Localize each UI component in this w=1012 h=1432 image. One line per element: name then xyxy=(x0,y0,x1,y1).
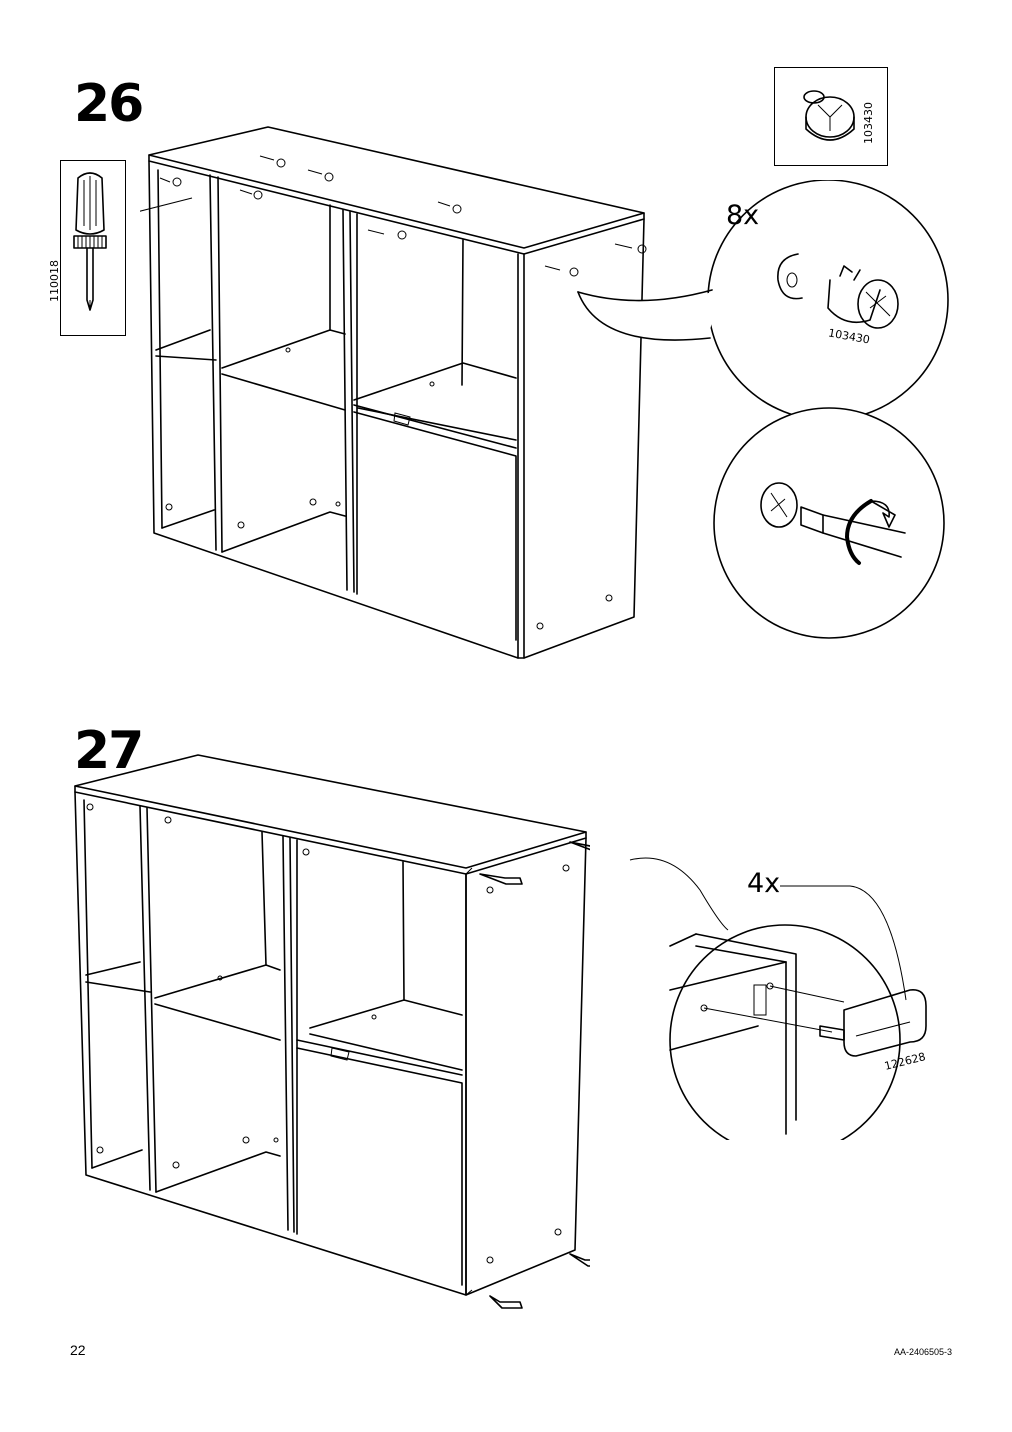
cabinet-illustration-step-26 xyxy=(140,120,660,670)
detail-tighten-cam xyxy=(705,405,955,645)
fitting-box xyxy=(774,67,888,166)
step-26-number: 26 xyxy=(74,74,144,134)
rotate-arrow-icon xyxy=(847,501,895,563)
fitting-part-number: 103430 xyxy=(862,102,875,144)
detail-26-quantity: 8x xyxy=(726,200,760,231)
page-number: 22 xyxy=(70,1342,86,1358)
cam-lock-icon xyxy=(761,483,797,527)
foot-glide-icon xyxy=(820,990,926,1056)
document-code: AA-2406505-3 xyxy=(894,1347,953,1357)
detail-insert-feet xyxy=(620,850,960,1140)
cabinet-illustration-step-27 xyxy=(70,750,590,1320)
tool-part-number: 110018 xyxy=(48,260,61,302)
screwdriver-icon xyxy=(74,173,106,310)
detail-insert-cam xyxy=(570,180,955,425)
tool-box xyxy=(60,160,126,336)
cam-lock-icon xyxy=(804,91,854,140)
detail-27-quantity: 4x xyxy=(747,868,781,899)
step-27-number: 27 xyxy=(74,721,144,781)
